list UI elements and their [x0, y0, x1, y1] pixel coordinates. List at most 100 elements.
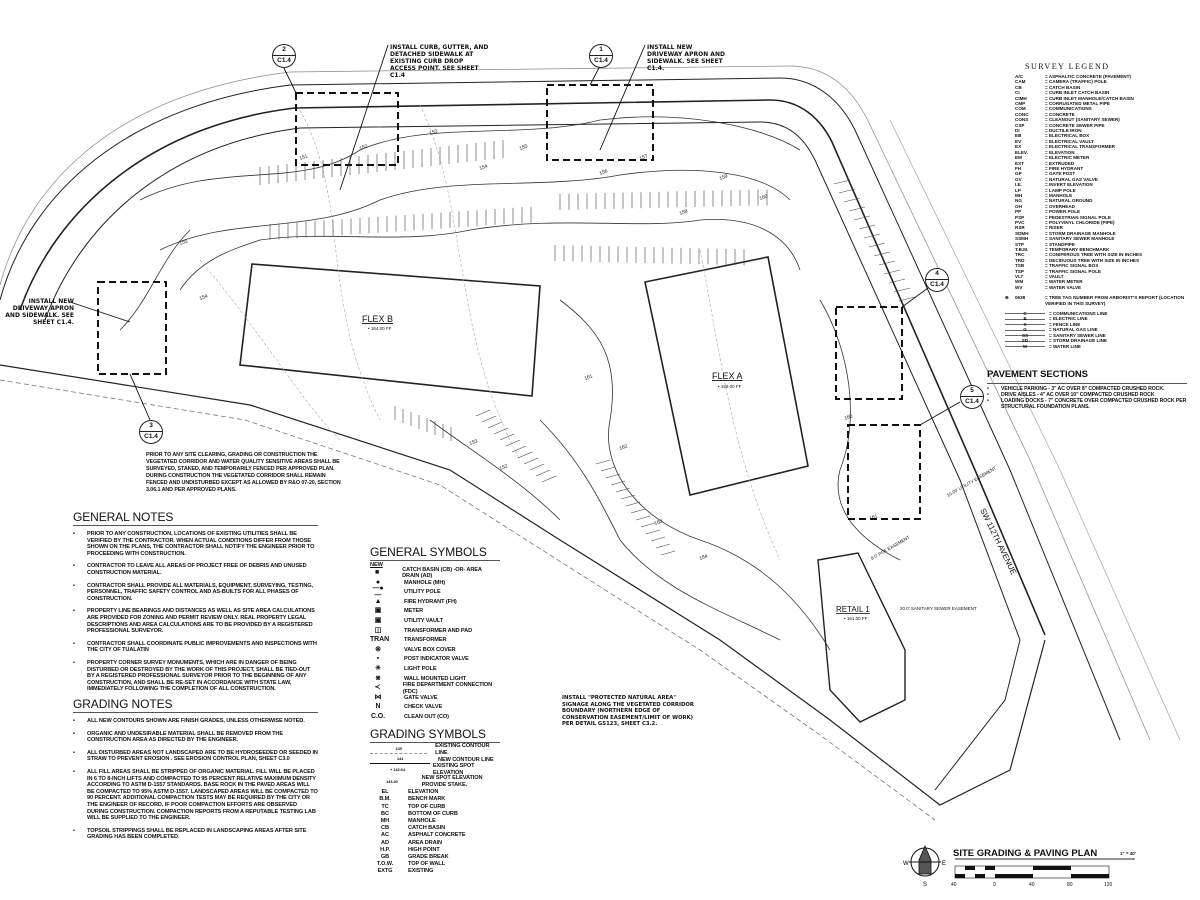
legend-abbrev: TRC	[1015, 252, 1025, 258]
street-curb-line	[0, 77, 1121, 741]
callout-driveway-left: INSTALL NEW DRIVEWAY APRON AND SIDEWALK.…	[5, 298, 74, 326]
abbrev-code: CB	[381, 825, 389, 832]
parking-stall-line	[600, 466, 616, 472]
contour-label: 161	[869, 513, 879, 522]
legend-row: EXT= EXTRUDED	[1005, 161, 1185, 166]
contour-label: 154	[479, 163, 489, 172]
abbrev-desc: ASPHALT CONCRETE	[408, 832, 466, 839]
symbol-row: ■CATCH BASIN (CB) -OR- AREA DRAIN (AD)	[370, 567, 500, 580]
legend-line-row: W= WATER LINE	[1005, 343, 1185, 349]
scale-tick: 0	[993, 882, 996, 888]
legend-row: ELEV.= ELEVATION	[1005, 150, 1185, 155]
note-item: CONTRACTOR TO LEAVE ALL AREAS OF PROJECT…	[73, 563, 318, 576]
parking-stall-line	[853, 215, 871, 221]
legend-line-row: X= FENCE LINE	[1005, 321, 1185, 328]
symbol-label: METER	[404, 608, 424, 615]
symbol-row: ✳LIGHT POLE	[370, 665, 500, 675]
parking-stall-line	[487, 421, 503, 429]
parking-stall-line	[620, 494, 636, 500]
legend-abbrev: CONS	[1015, 117, 1029, 123]
abbrev-code: EL	[381, 789, 389, 796]
symbol-row: ◫TRANSFORMER AND PAD	[370, 626, 500, 636]
legend-desc: = CORRUGATED METAL PIPE	[1045, 101, 1110, 107]
abbrev-code: EXTG	[377, 868, 393, 875]
retail-1-label: RETAIL 1	[836, 605, 870, 614]
contour-label: 164	[699, 553, 709, 562]
abbrev-row: H.P.HIGH POINT	[370, 847, 500, 854]
symbol-label: CHECK VALVE	[404, 704, 443, 711]
legend-abbrev: RSR	[1015, 225, 1025, 231]
legend-desc: = RISER	[1045, 225, 1063, 231]
symbol-row: ≺FIRE DEPARTMENT CONNECTION (FDC)	[370, 682, 500, 695]
parking-stall-line	[655, 543, 671, 549]
legend-desc: = CAMERA (TRAFFIC) POLE	[1045, 79, 1107, 85]
legend-row: SDMH= STORM DRAINAGE MANHOLE	[1005, 231, 1185, 236]
north-arrow-s: S	[923, 882, 927, 888]
general-notes: GENERAL NOTES PRIOR TO ANY CONSTRUCTION,…	[73, 510, 318, 699]
parking-stall-line	[523, 457, 539, 465]
abbrev-row: EXTG EXISTING	[370, 868, 500, 875]
symbol-icon: TRAN	[370, 636, 390, 644]
parking-stall-line	[635, 515, 651, 521]
symbol-label: LIGHT POLE	[404, 666, 437, 673]
note-item: PROPERTY CORNER SURVEY MONUMENTS, WHICH …	[73, 660, 318, 693]
note-item: CONTRACTOR SHALL PROVIDE ALL MATERIALS, …	[73, 583, 318, 603]
legend-desc: = TRAFFIC SIGNAL BOX	[1045, 263, 1099, 269]
legend-row: FH= FIRE HYDRANT	[1005, 166, 1185, 171]
legend-desc: = CONCRETE	[1045, 111, 1075, 117]
legend-abbrev: EXT	[1015, 160, 1024, 166]
detail-boxes	[97, 84, 921, 520]
parking-stall-line	[838, 188, 856, 194]
new-label: NEW	[370, 562, 383, 568]
legend-desc: = ELECTRICAL VAULT	[1045, 138, 1094, 144]
survey-legend-title: SURVEY LEGEND	[1025, 62, 1110, 71]
sheet-scale: 1" = 40'	[1120, 851, 1136, 856]
north-arrow: W E S	[903, 844, 946, 888]
legend-line-desc: = NATURAL GAS LINE	[1049, 327, 1098, 333]
legend-row: LP= LAMP POLE	[1005, 188, 1185, 193]
legend-row: GP= GATE POST	[1005, 171, 1185, 176]
symbol-label: GATE VALVE	[404, 694, 438, 701]
legend-row: EM= ELECTRIC METER	[1005, 155, 1185, 160]
contour-label: 151	[299, 153, 309, 162]
parking-stall-line	[898, 296, 916, 302]
corridor-note: PRIOR TO ANY SITE CLEARING, GRADING OR C…	[146, 452, 341, 493]
legend-abbrev: SDMH	[1015, 230, 1029, 236]
legend-row: CONS= CLEANOUT (SANITARY SEWER)	[1005, 117, 1185, 122]
legend-desc: = NATURAL GROUND	[1045, 198, 1093, 204]
legend-row: GV= NATURAL GAS VALVE	[1005, 177, 1185, 182]
abbrev-code: H.P.	[380, 846, 390, 853]
grading-line-label: EXISTING SPOT ELEVATION	[432, 763, 475, 776]
legend-desc: = DUCTILE IRON	[1045, 128, 1082, 134]
legend-row: PP= POWER POLE	[1005, 209, 1185, 214]
parking-stall-line	[833, 179, 851, 185]
curb-line	[44, 121, 1021, 791]
legend-desc: = TEMPORARY BENCHMARK	[1045, 247, 1110, 252]
symbol-icon: ■	[374, 569, 380, 577]
contour-label: 157	[639, 153, 649, 162]
symbol-row: ▣UTILITY VAULT	[370, 617, 500, 627]
legend-abbrev: STP	[1015, 241, 1024, 247]
contour-label: 160	[844, 413, 854, 422]
detail-box-5	[847, 424, 921, 520]
parking-stall-line	[541, 475, 557, 483]
legend-abbrev: LP	[1015, 187, 1021, 193]
abbrev-code: BC	[381, 810, 389, 817]
legend-line-row: C= COMMUNICATIONS LINE	[1005, 311, 1185, 317]
parking-stall-line	[481, 415, 497, 423]
conservation-boundary	[0, 379, 936, 821]
legend-line-desc: = COMMUNICATIONS LINE	[1049, 311, 1108, 317]
abbrev-desc: EXISTING	[408, 868, 434, 875]
parking-stall-line	[868, 242, 886, 248]
